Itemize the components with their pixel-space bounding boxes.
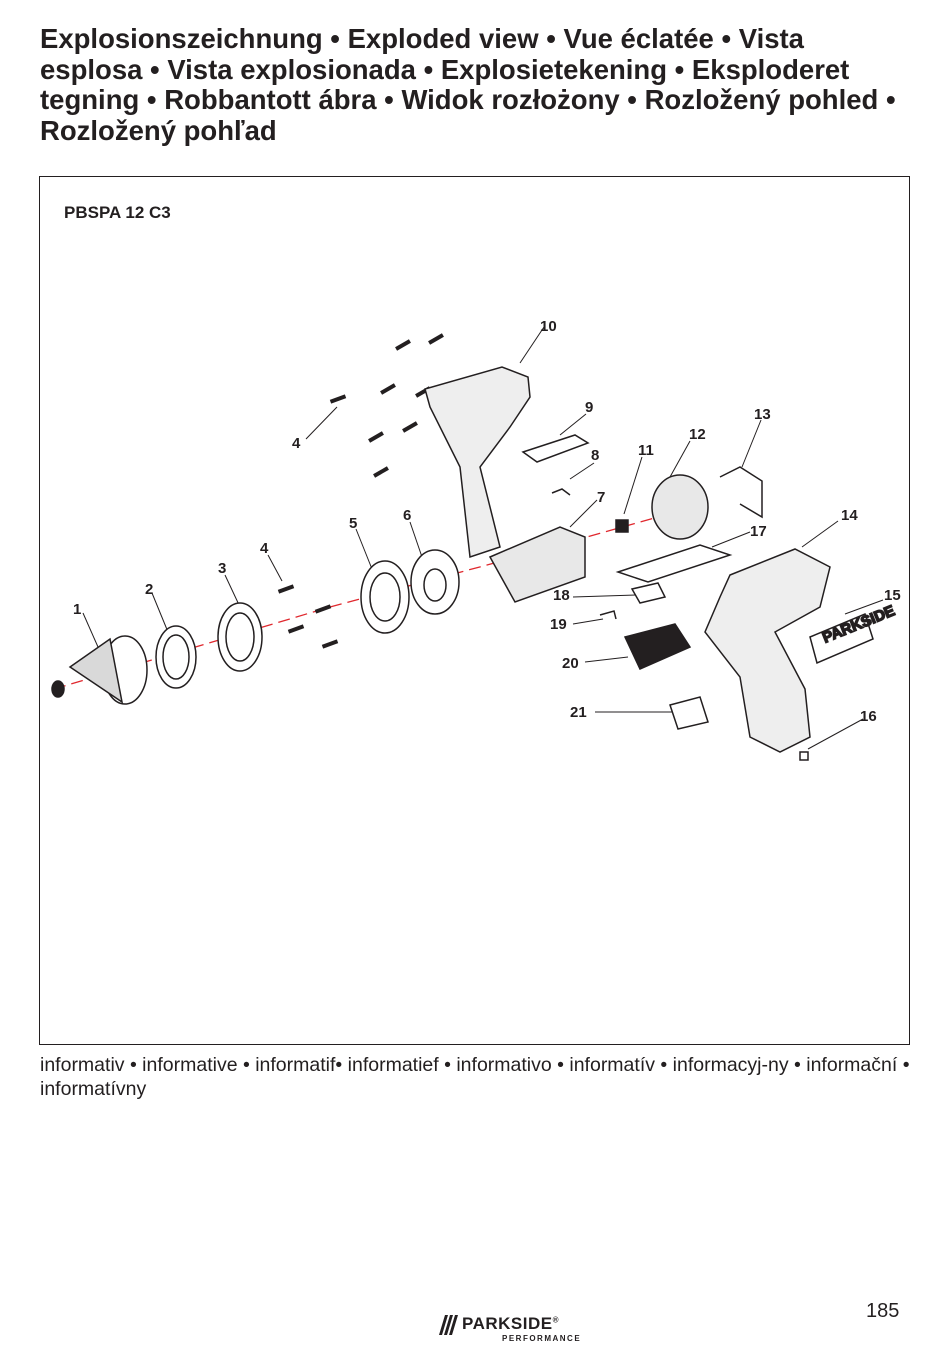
part-label: 7 xyxy=(597,489,605,506)
part-label: 3 xyxy=(218,560,226,577)
part-6-ring-gear xyxy=(410,549,460,615)
part-4-screws xyxy=(277,333,444,649)
part-21-battery-contacts xyxy=(669,696,709,730)
part-8-spring-clip xyxy=(551,488,571,496)
exploded-view-diagram: PARKSIDE 1 2 3 4 xyxy=(51,318,901,761)
page-number: 185 xyxy=(866,1300,900,1322)
part-16-small-plate xyxy=(799,751,809,761)
informative-note: informativ • informative • informatif• i… xyxy=(40,1054,910,1100)
part-label: 14 xyxy=(841,507,858,524)
part-18-switch-module xyxy=(630,582,667,604)
leader-lines xyxy=(82,326,884,750)
part-label: 13 xyxy=(754,406,771,423)
part-label: 11 xyxy=(638,442,654,459)
part-label: 18 xyxy=(553,587,570,604)
part-19-contact xyxy=(599,610,617,620)
part-label: 2 xyxy=(145,581,153,598)
part-number-labels: 1 2 3 4 4 5 6 7 8 9 10 11 12 13 14 15 16… xyxy=(73,318,901,725)
part-12-motor xyxy=(651,474,709,540)
part-7-gearbox xyxy=(488,526,586,603)
part-3-gear-ring xyxy=(217,602,263,672)
part-10-housing-left xyxy=(424,366,531,559)
part-11-bearing xyxy=(615,519,629,533)
part-label: 5 xyxy=(349,515,357,532)
part-13-bracket xyxy=(719,466,763,519)
parkside-logo: PARKSIDE® PERFORMANCE xyxy=(436,1313,596,1345)
part-15-label-plate: PARKSIDE xyxy=(809,602,898,665)
part-label: 4 xyxy=(260,540,269,557)
part-9-switch-slider xyxy=(521,434,590,463)
part-label: 6 xyxy=(403,507,411,524)
part-label: 12 xyxy=(689,426,706,443)
part-2-sleeve-ring xyxy=(155,625,197,689)
logo-tagline: PERFORMANCE xyxy=(502,1334,582,1343)
logo-name: PARKSIDE® xyxy=(462,1314,559,1333)
part-label: 17 xyxy=(750,523,767,540)
page-heading: Explosionszeichnung • Exploded view • Vu… xyxy=(40,23,896,146)
part-label: 10 xyxy=(540,318,557,335)
part-1-keyless-chuck xyxy=(51,635,148,705)
exploded-view-frame: PBSPA 12 C3 xyxy=(39,176,910,1045)
drill-parts-illustration: PARKSIDE xyxy=(51,333,898,761)
part-20-trigger-switch xyxy=(623,623,692,670)
part-label: 1 xyxy=(73,601,81,618)
model-name: PBSPA 12 C3 xyxy=(64,203,171,222)
part-label: 15 xyxy=(884,587,901,604)
part-label: 20 xyxy=(562,655,579,672)
part-label: 21 xyxy=(570,704,587,721)
part-label: 4 xyxy=(292,435,301,452)
logo-slash-icon xyxy=(439,1315,458,1335)
part-17-circuit-board xyxy=(615,544,733,583)
part-label: 8 xyxy=(591,447,599,464)
part-label: 16 xyxy=(860,708,877,725)
part-label: 9 xyxy=(585,399,593,416)
part-5-clutch-housing xyxy=(360,560,410,634)
part-14-housing-right xyxy=(704,548,831,753)
part-label: 19 xyxy=(550,616,567,633)
